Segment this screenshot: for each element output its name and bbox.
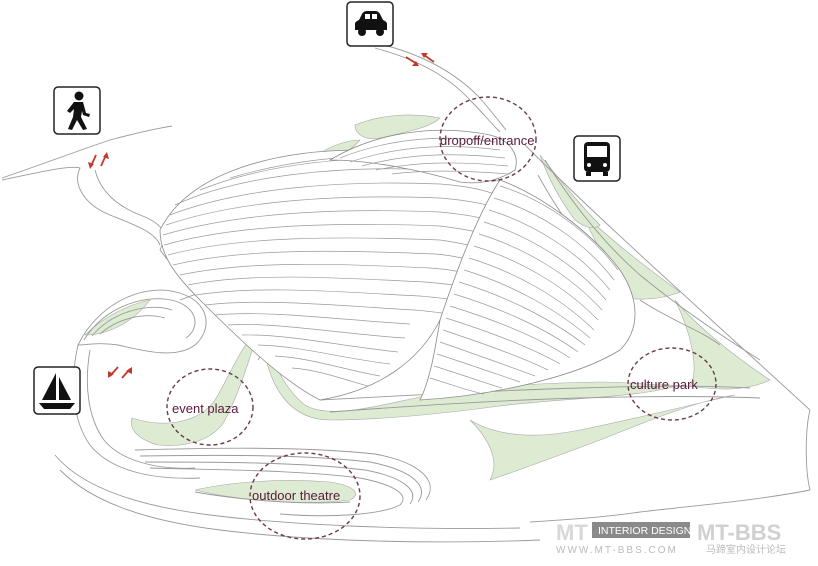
arrow-pair-car bbox=[405, 53, 435, 66]
building-right-wing bbox=[419, 179, 636, 401]
bus-icon bbox=[573, 135, 621, 182]
watermark-url: WWW.MT-BBS.COM bbox=[556, 545, 678, 556]
zone-labels: dropoff/entrance culture park event plaz… bbox=[172, 133, 698, 503]
watermark-logo-left: MT bbox=[556, 520, 588, 545]
arrow-pair-boat bbox=[108, 366, 132, 379]
building-main-ribbons bbox=[162, 155, 501, 387]
zone-circle-dropoff bbox=[439, 96, 537, 182]
zone-circles bbox=[166, 96, 717, 540]
building-entrance-wing bbox=[328, 129, 517, 184]
label-culture-park: culture park bbox=[630, 377, 698, 392]
direction-arrows bbox=[88, 53, 435, 379]
watermark-badge: INTERIOR DESIGN bbox=[598, 525, 691, 537]
car-icon bbox=[346, 1, 394, 47]
watermark-chinese: 马蹄室内设计论坛 bbox=[706, 543, 786, 556]
sailboat-icon bbox=[33, 366, 81, 415]
arrow-pair-pedestrian bbox=[88, 152, 109, 169]
watermark-badge-bg bbox=[592, 522, 690, 538]
building-right-ribbons bbox=[429, 185, 619, 395]
zone-circle-event bbox=[166, 368, 254, 446]
label-outdoor-theatre: outdoor theatre bbox=[252, 488, 340, 503]
label-event-plaza: event plaza bbox=[172, 401, 239, 416]
watermark: MT INTERIOR DESIGN MT-BBS WWW.MT-BBS.COM… bbox=[556, 520, 786, 556]
watermark-logo-right: MT-BBS bbox=[697, 520, 781, 545]
label-dropoff-entrance: dropoff/entrance bbox=[440, 133, 534, 148]
pedestrian-icon bbox=[53, 86, 101, 135]
entrance-wing-ribbons bbox=[339, 137, 511, 175]
zone-circle-theatre bbox=[249, 452, 361, 540]
zone-circle-culture bbox=[627, 347, 717, 421]
